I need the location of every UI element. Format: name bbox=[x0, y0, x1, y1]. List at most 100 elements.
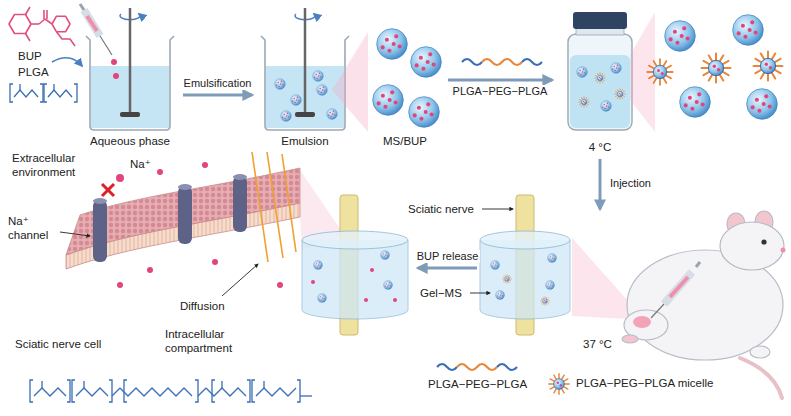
compound-label: BUP bbox=[18, 50, 42, 64]
beaker bbox=[261, 36, 349, 130]
bup-molecule bbox=[45, 19, 52, 24]
polymer-structure bbox=[41, 381, 42, 388]
gel-cylinder bbox=[541, 297, 550, 306]
beaker bbox=[295, 112, 315, 117]
feed-arrow bbox=[52, 58, 82, 66]
plga-structure bbox=[10, 84, 13, 102]
polymer-chain-symbol bbox=[435, 360, 521, 372]
polymer-structure bbox=[112, 388, 120, 396]
polymer-structure bbox=[30, 380, 33, 402]
gel-cylinder bbox=[370, 268, 374, 272]
rat bbox=[761, 239, 766, 244]
polymer-structure bbox=[120, 388, 192, 396]
polymer-chain bbox=[482, 59, 522, 65]
bup-molecule bbox=[57, 32, 76, 46]
sodium-channel bbox=[93, 174, 247, 262]
syringe bbox=[80, 4, 84, 10]
microspheres bbox=[411, 47, 442, 78]
beaker bbox=[120, 112, 140, 117]
vial bbox=[579, 97, 589, 107]
gel-cylinder bbox=[491, 261, 500, 270]
microspheres bbox=[373, 29, 442, 128]
rat bbox=[750, 346, 770, 358]
sodium-channel bbox=[178, 186, 192, 244]
leader-line bbox=[470, 293, 490, 294]
plga-structure bbox=[44, 84, 47, 102]
plga-structure bbox=[48, 90, 72, 97]
arrow-label: BUP release bbox=[415, 250, 481, 263]
part-label: Sciatic nerve bbox=[408, 203, 474, 217]
polymer-chain bbox=[522, 59, 542, 65]
rat bbox=[622, 211, 786, 398]
bup-molecule bbox=[26, 7, 31, 15]
legend-item: PLGA−PEG−PLGA bbox=[428, 360, 527, 393]
gel-cylinder bbox=[314, 261, 323, 270]
diffusion-lines bbox=[252, 152, 296, 262]
vial bbox=[595, 73, 605, 83]
vial bbox=[568, 12, 632, 130]
micelle-zoom bbox=[680, 87, 711, 118]
bup-molecule bbox=[31, 23, 39, 25]
zoom-cone bbox=[332, 32, 368, 132]
gel-cylinder bbox=[318, 294, 327, 303]
blocked-ion bbox=[116, 174, 124, 182]
polymer-structure bbox=[30, 380, 312, 402]
drug-molecules bbox=[212, 259, 218, 265]
beaker bbox=[291, 95, 302, 106]
vial bbox=[615, 89, 625, 99]
process-label: Diffusion bbox=[180, 300, 225, 314]
polymer-structure bbox=[212, 380, 215, 402]
gel-cylinder bbox=[311, 280, 315, 284]
vial bbox=[601, 101, 612, 112]
beaker bbox=[275, 79, 286, 90]
gel-cylinder bbox=[364, 298, 368, 302]
compound-label: PLGA bbox=[18, 66, 49, 80]
polymer-structure bbox=[206, 388, 246, 396]
sodium-channel bbox=[233, 176, 247, 232]
rat bbox=[720, 222, 784, 270]
polymer-chain-symbol bbox=[437, 364, 457, 370]
gel-stage: Sciatic nerveGel−MS bbox=[480, 232, 570, 317]
polymer-structure bbox=[72, 380, 75, 402]
polymer-structure bbox=[34, 388, 66, 396]
diffusion-lines bbox=[252, 152, 268, 262]
beaker bbox=[327, 109, 338, 120]
diffusion-lines bbox=[282, 154, 296, 252]
blocked-ion bbox=[102, 184, 114, 196]
syringe bbox=[651, 304, 664, 318]
beaker bbox=[113, 73, 119, 79]
polymer-structure bbox=[76, 388, 108, 396]
rat bbox=[740, 358, 782, 398]
cell-membrane bbox=[66, 168, 300, 269]
polymer-structure bbox=[300, 395, 312, 396]
polymer-structure bbox=[198, 388, 206, 396]
drug-molecules bbox=[147, 267, 153, 273]
beaker bbox=[304, 8, 307, 114]
vial bbox=[576, 28, 624, 35]
micelle-symbol bbox=[549, 374, 569, 394]
micelle-zoom bbox=[647, 15, 782, 120]
drug-molecules bbox=[117, 282, 123, 288]
gel-cylinder bbox=[302, 240, 408, 319]
polymer-chain-symbol bbox=[497, 364, 517, 370]
beaker-stage: Emulsion bbox=[255, 20, 355, 150]
syringe bbox=[80, 4, 117, 65]
sodium-channel bbox=[93, 198, 107, 204]
gel-cylinder bbox=[546, 281, 555, 290]
microspheres bbox=[377, 29, 408, 60]
gel-cylinder bbox=[480, 231, 570, 249]
leader-line bbox=[60, 232, 90, 236]
stage-caption: Aqueous phase bbox=[90, 135, 170, 149]
syringe bbox=[670, 277, 688, 297]
rat bbox=[633, 316, 651, 328]
polymer-structure bbox=[67, 380, 70, 402]
microsphere-stage: MS/BUP bbox=[365, 20, 445, 150]
region-label: Extracellular environment bbox=[12, 152, 97, 180]
vial bbox=[611, 63, 622, 74]
gel-cylinder bbox=[496, 291, 505, 300]
beaker bbox=[313, 71, 324, 82]
micelle-symbol bbox=[546, 371, 572, 397]
beaker bbox=[261, 8, 349, 130]
region-label: Intracellular compartment bbox=[165, 328, 250, 356]
beaker bbox=[129, 8, 132, 114]
